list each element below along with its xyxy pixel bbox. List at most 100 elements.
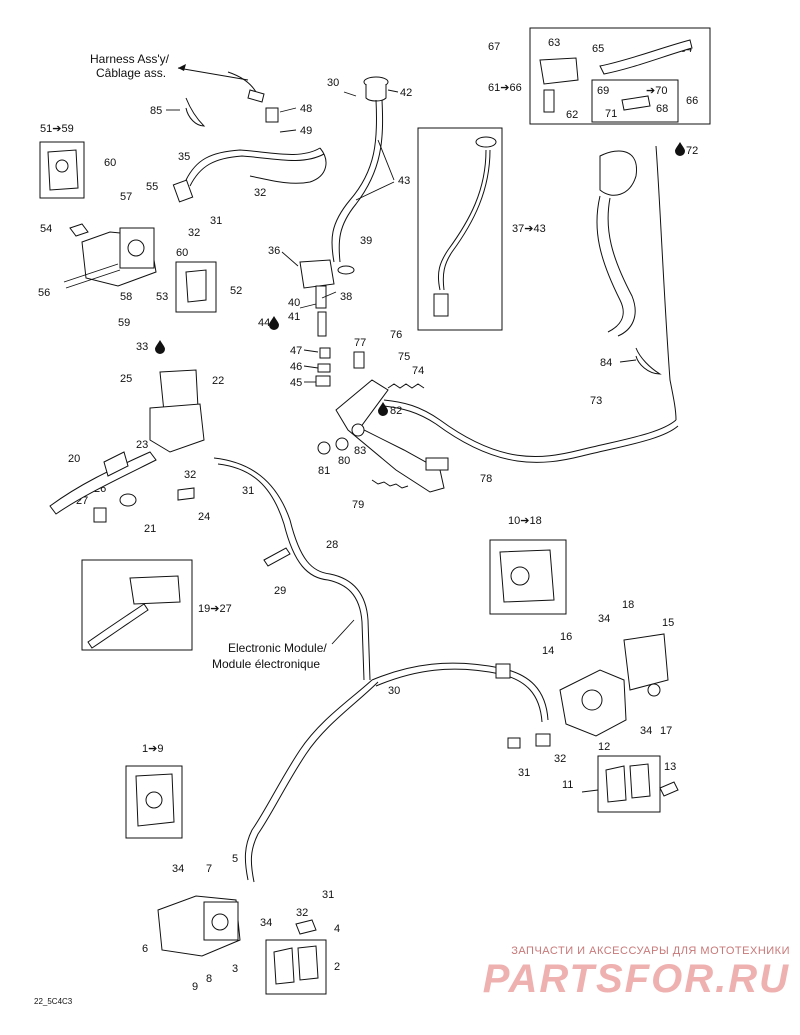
callout-5: 5: [232, 853, 238, 865]
callout-34-b: 34: [640, 725, 652, 737]
callout-60-mid: 60: [176, 247, 188, 259]
callout-21: 21: [144, 523, 156, 535]
callout-47: 47: [290, 345, 302, 357]
arrow-icon: [178, 64, 186, 71]
callout-49: 49: [300, 125, 312, 137]
callout-14: 14: [542, 645, 554, 657]
callout-72: 72: [686, 145, 698, 157]
callout-62: 62: [566, 109, 578, 121]
callout-77: 77: [354, 337, 366, 349]
callout-22: 22: [212, 375, 224, 387]
drop-icon: [269, 316, 279, 330]
callout-44: 44: [258, 317, 270, 329]
callout-69: 69: [597, 85, 609, 97]
callout-34-a: 34: [598, 613, 610, 625]
range-10-18: 10➔18: [508, 515, 542, 527]
callout-60-top: 60: [104, 157, 116, 169]
callout-31-d: 31: [322, 889, 334, 901]
callout-83: 83: [354, 445, 366, 457]
callout-85: 85: [150, 105, 162, 117]
callout-32-c: 32: [184, 469, 196, 481]
range-19-27: 19➔27: [198, 603, 232, 615]
callout-33: 33: [136, 341, 148, 353]
callout-7: 7: [206, 863, 212, 875]
callout-56: 56: [38, 287, 50, 299]
watermark-tagline: ЗАПЧАСТИ И АКСЕССУАРЫ ДЛЯ МОТОТЕХНИКИ: [511, 945, 790, 957]
callout-3: 3: [232, 963, 238, 975]
callout-63: 63: [548, 37, 560, 49]
callout-31-c: 31: [518, 767, 530, 779]
callout-80: 80: [338, 455, 350, 467]
callout-20: 20: [68, 453, 80, 465]
harness-note-fr: Câblage ass.: [96, 66, 166, 80]
callout-30-mid: 30: [388, 685, 400, 697]
callout-15: 15: [662, 617, 674, 629]
watermark: ЗАПЧАСТИ И АКСЕССУАРЫ ДЛЯ МОТОТЕХНИКИ PA…: [470, 945, 790, 1001]
drop-icon: [155, 340, 165, 354]
callout-52: 52: [230, 285, 242, 297]
callout-78: 78: [480, 473, 492, 485]
callout-53: 53: [156, 291, 168, 303]
callout-12: 12: [598, 741, 610, 753]
callout-42: 42: [400, 87, 412, 99]
callout-45: 45: [290, 377, 302, 389]
range-69-70: ➔70: [646, 85, 667, 97]
callout-82: 82: [390, 405, 402, 417]
range-37-43: 37➔43: [512, 223, 546, 235]
harness-note: Harness Ass'y/: [90, 52, 170, 66]
callout-76: 76: [390, 329, 402, 341]
callout-67: 67: [488, 41, 500, 53]
callout-35: 35: [178, 151, 190, 163]
callout-54: 54: [40, 223, 52, 235]
callout-84: 84: [600, 357, 612, 369]
callout-39: 39: [360, 235, 372, 247]
callout-38: 38: [340, 291, 352, 303]
drop-icon: [675, 142, 685, 156]
callout-23: 23: [136, 439, 148, 451]
callout-57: 57: [120, 191, 132, 203]
callout-32-e: 32: [296, 907, 308, 919]
callout-66: 66: [686, 95, 698, 107]
callout-30-top: 30: [327, 77, 339, 89]
callout-43: 43: [398, 175, 410, 187]
callout-17: 17: [660, 725, 672, 737]
callout-31-a: 31: [210, 215, 222, 227]
callout-34-c: 34: [172, 863, 184, 875]
callout-71: 71: [605, 108, 617, 120]
watermark-logo: PARTSFOR.RU: [482, 957, 790, 1001]
callout-46: 46: [290, 361, 302, 373]
callout-68: 68: [656, 103, 668, 115]
callout-2: 2: [334, 961, 340, 973]
callout-29: 29: [274, 585, 286, 597]
callout-32-d: 32: [554, 753, 566, 765]
range-1-9: 1➔9: [142, 743, 163, 755]
callout-6: 6: [142, 943, 148, 955]
callout-81: 81: [318, 465, 330, 477]
callout-24: 24: [198, 511, 210, 523]
drop-icon: [378, 402, 388, 416]
callout-79: 79: [352, 499, 364, 511]
callout-11: 11: [562, 779, 573, 791]
callout-65: 65: [592, 43, 604, 55]
callout-40: 40: [288, 297, 300, 309]
callout-74: 74: [412, 365, 424, 377]
callout-55: 55: [146, 181, 158, 193]
callout-75: 75: [398, 351, 410, 363]
callout-16: 16: [560, 631, 572, 643]
callout-36: 36: [268, 245, 280, 257]
callout-13: 13: [664, 761, 676, 773]
callout-4: 4: [334, 923, 340, 935]
callout-58: 58: [120, 291, 132, 303]
callout-41: 41: [288, 311, 300, 323]
callout-18: 18: [622, 599, 634, 611]
module-note-fr: Module électronique: [212, 657, 320, 671]
range-51-59: 51➔59: [40, 123, 74, 135]
callout-8: 8: [206, 973, 212, 985]
callout-48: 48: [300, 103, 312, 115]
callout-32-a: 32: [254, 187, 266, 199]
callout-32-b: 32: [188, 227, 200, 239]
module-note: Electronic Module/: [228, 641, 327, 655]
callout-59: 59: [118, 317, 130, 329]
callout-25: 25: [120, 373, 132, 385]
